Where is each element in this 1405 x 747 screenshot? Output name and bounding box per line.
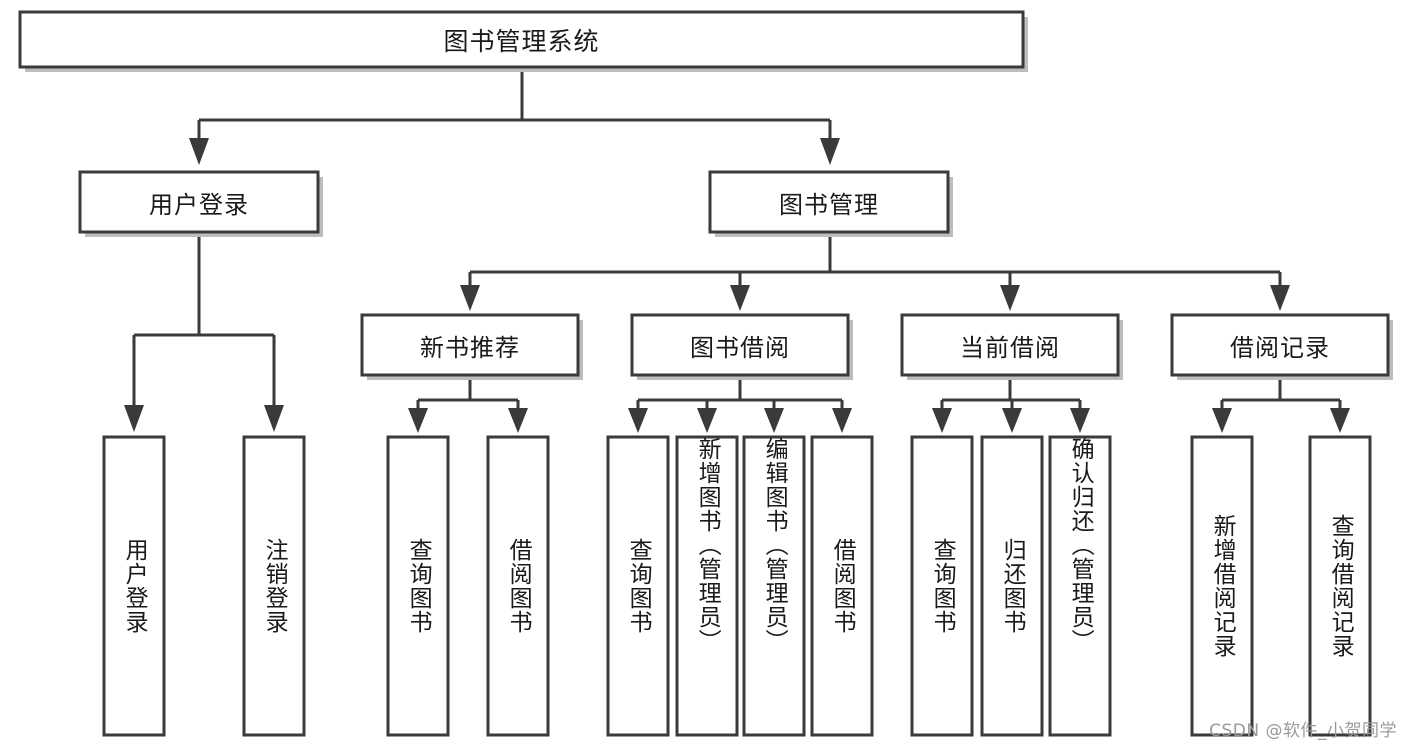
arrow-bookmgmt-to-current — [1000, 285, 1020, 311]
node-current-box[interactable] — [900, 313, 1120, 377]
arrow-bookmgmt-to-borrow — [730, 285, 750, 311]
arrow-root-to-user-login — [189, 138, 209, 165]
arrow-bookmgmt-to-record — [1270, 285, 1290, 311]
node-leaf-b-add-box[interactable] — [675, 435, 739, 737]
node-leaf-b-borrow-box[interactable] — [810, 435, 874, 737]
arrow-current-to-leaf3 — [1070, 408, 1090, 433]
arrow-userlogin-to-leaf1 — [124, 405, 144, 432]
node-leaf-r-add-box[interactable] — [1190, 435, 1254, 737]
arrow-current-to-leaf1 — [932, 408, 952, 433]
node-leaf-r-query-box[interactable] — [1308, 435, 1372, 737]
connector-layer — [124, 67, 1350, 433]
node-leaf-c-query-box[interactable] — [910, 435, 974, 737]
arrow-record-to-leaf1 — [1212, 408, 1232, 433]
node-leaf-b-query-box[interactable] — [606, 435, 670, 737]
node-leaf-b-edit-box[interactable] — [742, 435, 806, 737]
arrow-userlogin-to-leaf2 — [264, 405, 284, 432]
arrow-record-to-leaf2 — [1330, 408, 1350, 433]
node-user-login-box[interactable] — [78, 170, 320, 234]
node-borrow-box[interactable] — [630, 313, 850, 377]
arrow-newrec-to-leaf1 — [408, 408, 428, 433]
node-leaf-user-login-box[interactable] — [102, 435, 166, 737]
node-leaf-c-confirm-box[interactable] — [1048, 435, 1112, 737]
arrow-newrec-to-leaf2 — [508, 408, 528, 433]
arrow-borrow-to-leaf2 — [697, 408, 717, 433]
arrow-current-to-leaf2 — [1002, 408, 1022, 433]
node-new-rec-box[interactable] — [360, 313, 580, 377]
node-leaf-nr-borrow-box[interactable] — [486, 435, 550, 737]
node-leaf-nr-query-box[interactable] — [386, 435, 450, 737]
node-leaf-logout-box[interactable] — [242, 435, 306, 737]
node-layer — [18, 10, 1393, 737]
node-root-box[interactable] — [18, 10, 1025, 69]
arrow-root-to-book-mgmt — [820, 138, 840, 165]
arrow-bookmgmt-to-new-rec — [460, 285, 480, 311]
arrow-borrow-to-leaf3 — [764, 408, 784, 433]
node-leaf-c-return-box[interactable] — [980, 435, 1044, 737]
arrow-borrow-to-leaf1 — [628, 408, 648, 433]
node-book-mgmt-box[interactable] — [708, 170, 950, 234]
arrow-borrow-to-leaf4 — [832, 408, 852, 433]
node-record-box[interactable] — [1170, 313, 1390, 377]
